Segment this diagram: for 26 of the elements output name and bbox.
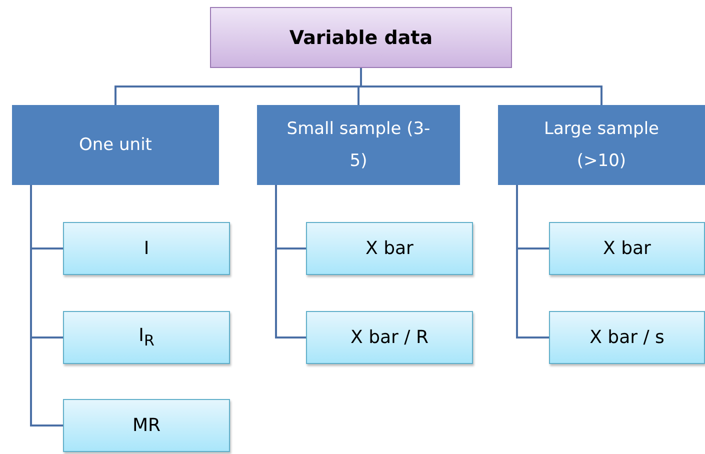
node-label: I$_{R}$ (138, 325, 154, 350)
node-label: X bar (603, 238, 651, 259)
category-box (498, 105, 705, 185)
node-label: X bar / R (350, 327, 428, 348)
node-label: I (144, 238, 150, 259)
title-box (210, 7, 512, 68)
chart-type-box (63, 222, 230, 275)
chart-type-box (549, 222, 705, 275)
chart-type-box (63, 399, 230, 452)
node-label: MR (132, 415, 161, 436)
chart-type-box (306, 222, 473, 275)
chart-type-box (549, 311, 705, 364)
node-label: X bar (366, 238, 414, 259)
node-label: Large sample (>10) (542, 118, 660, 173)
chart-type-box (306, 311, 473, 364)
connector (516, 185, 549, 338)
connector (360, 68, 602, 105)
connector (275, 185, 306, 338)
category-box (12, 105, 219, 185)
node-label: Small sample (3-5) (286, 118, 432, 173)
node-label: X bar / s (590, 327, 664, 348)
node-label: One unit (79, 134, 152, 157)
connector (30, 185, 63, 426)
category-box (257, 105, 460, 185)
chart-type-box (63, 311, 230, 364)
node-label: Variable data (289, 26, 433, 48)
